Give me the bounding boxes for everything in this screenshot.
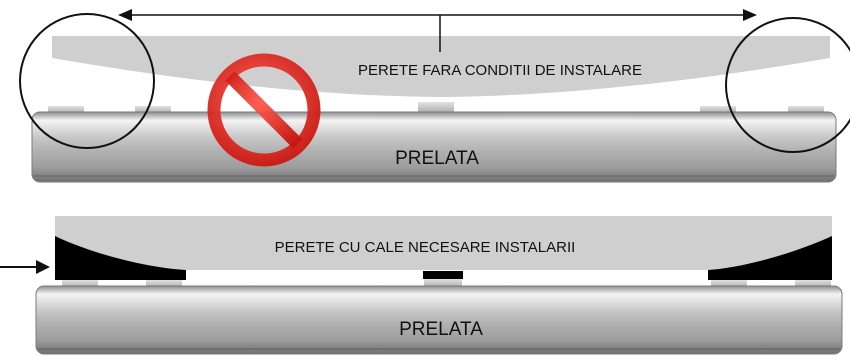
bottom-base-label: PRELATA — [399, 319, 483, 340]
left-gap-circle — [19, 13, 155, 149]
right-gap-circle — [725, 17, 850, 153]
bottom-panel: PERETE CU CALE NECESARE INSTALARII PRELA… — [0, 216, 843, 355]
bottom-wall — [55, 216, 832, 270]
shim-pointer-arrow — [0, 260, 50, 274]
bottom-tarp-tube — [35, 285, 843, 355]
top-tarp-tube — [31, 111, 837, 183]
center-shim — [423, 271, 463, 279]
top-wall-label: PERETE FARA CONDITII DE INSTALARE — [358, 62, 642, 79]
prohibited-icon — [207, 53, 321, 167]
width-arrow — [118, 9, 757, 52]
left-shim — [55, 236, 186, 280]
bottom-support-tabs — [62, 279, 831, 288]
top-base-label: PRELATA — [395, 148, 479, 169]
top-support-tabs — [48, 102, 824, 114]
bottom-wall-label: PERETE CU CALE NECESARE INSTALARII — [275, 239, 576, 256]
top-panel: PERETE FARA CONDITII DE INSTALARE PRELAT… — [19, 9, 850, 183]
top-wall-curved — [52, 36, 830, 97]
right-shim — [708, 236, 832, 280]
